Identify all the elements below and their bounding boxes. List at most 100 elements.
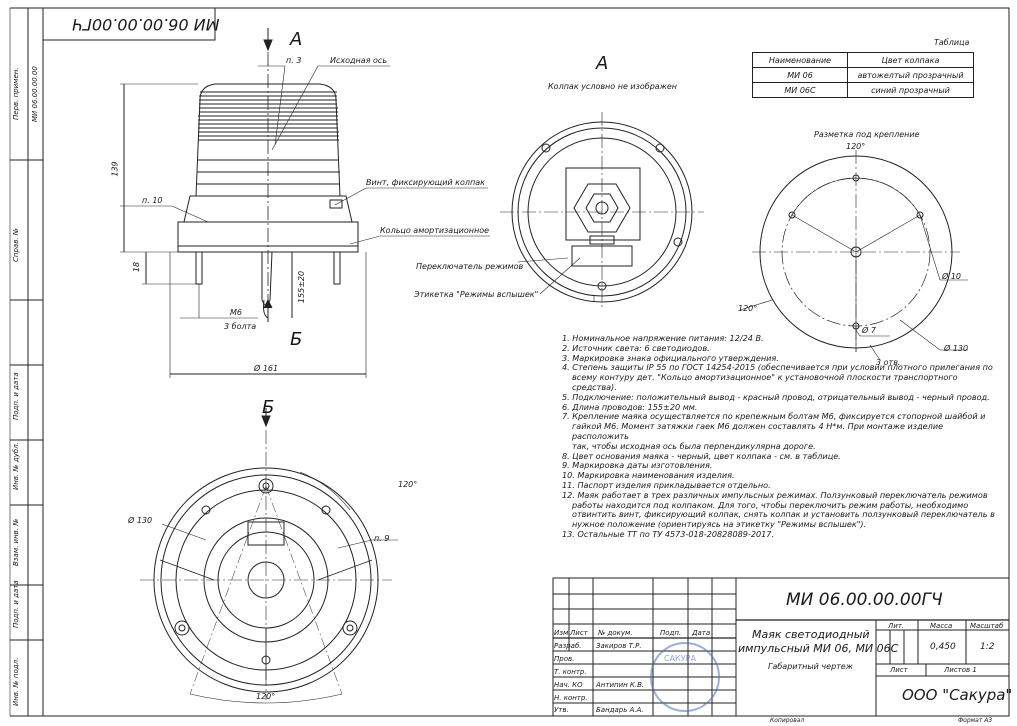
- table-row: МИ 06 автожелтый прозрачный: [752, 67, 974, 83]
- view-b-arrow-label: Б: [290, 329, 303, 350]
- mirrored-code-box: [42, 7, 216, 41]
- note-line: 5. Подключение: положительный вывод - кр…: [562, 391, 990, 402]
- dim-120-mark-top: 120°: [846, 142, 866, 151]
- dim-120-mark-left: 120°: [738, 304, 758, 313]
- color-table: Наименование Цвет колпака МИ 06 автожелт…: [752, 52, 974, 98]
- cap-not-shown-note: Колпак условно не изображен: [548, 82, 678, 91]
- tb-product-line2: импульсный МИ 06, МИ 06С: [738, 642, 899, 655]
- tb-header-data: Дата: [692, 629, 711, 637]
- note-line: 6. Длина проводов: 155±20 мм.: [562, 401, 698, 412]
- tb-sheets-label: Листов 1: [944, 666, 977, 674]
- podp-data-1: Подп. и дата: [12, 372, 20, 420]
- note-line: гайкой М6. Момент затяжки гаек М6 должен…: [572, 421, 944, 441]
- note-line: 1. Номинальное напряжение питания: 12/24…: [562, 333, 764, 343]
- podp-data-2: Подп. и дата: [12, 580, 20, 628]
- beacon-front-view: [120, 28, 490, 378]
- note-line: 12. Маяк работает в трех различных импул…: [562, 489, 988, 500]
- callout-p3: п. 3: [286, 56, 302, 65]
- note-line: 8. Цвет основания маяка - черный, цвет к…: [562, 450, 841, 461]
- stamp-text: САКУРА: [664, 654, 696, 663]
- dim-120-view-b-bottom: 120°: [256, 692, 276, 701]
- callout-mode-switch: Переключатель режимов: [416, 262, 524, 271]
- company-stamp: САКУРА: [650, 642, 720, 712]
- dim-d7: Ø 7: [862, 326, 876, 335]
- tb-role: Нач. КО: [554, 681, 583, 689]
- view-a-drawing: [500, 112, 704, 310]
- dim-d161: Ø 161: [254, 364, 279, 373]
- tb-role: Разраб.: [554, 642, 582, 650]
- tb-name: Закиров Т.Р.: [596, 642, 642, 650]
- callout-m6: М6: [230, 308, 242, 317]
- tb-lit-label: Лит.: [888, 622, 905, 630]
- note-line: средства).: [572, 381, 617, 392]
- tb-name: Бандарь А.А.: [596, 706, 644, 714]
- tb-mass-label: Масса: [930, 622, 953, 630]
- tb-header-doc: № докум.: [598, 629, 633, 637]
- inv-podl: Инв. № подл.: [12, 657, 20, 706]
- tb-scale-label: Масштаб: [970, 622, 1004, 630]
- title-block-designation: МИ 06.00.00.00ГЧ: [786, 590, 943, 610]
- tb-sheet-label: Лист: [890, 666, 908, 674]
- sprav-label: Справ. №: [12, 227, 20, 262]
- perv-primen-value: МИ 06.00.00.00: [31, 66, 39, 122]
- footer-copied: Копировал: [770, 717, 805, 724]
- callout-origin-axis: Исходная ось: [330, 56, 388, 65]
- table-header-color: Цвет колпака: [847, 52, 974, 68]
- callout-screw-cap: Винт, фиксирующий колпак: [366, 178, 485, 187]
- callout-3-bolts: 3 болта: [224, 322, 257, 331]
- table-row: МИ 06С синий прозрачный: [752, 82, 974, 98]
- tb-doc-type: Габаритный чертеж: [768, 662, 853, 671]
- callout-damping-ring: Кольцо амортизационное: [380, 226, 490, 235]
- mounting-marking-drawing: [739, 150, 968, 361]
- tb-role: Пров.: [554, 655, 575, 663]
- note-line: 3. Маркировка знака официального утвержд…: [562, 352, 779, 363]
- note-line: отвинтить винт, фиксирующий колпак, снят…: [572, 509, 995, 520]
- tb-header-podp: Подп.: [660, 629, 682, 637]
- tb-company: ООО "Сакура": [902, 686, 1013, 704]
- note-line: 13. Остальные ТТ по ТУ 4573-018-20828089…: [562, 528, 775, 539]
- note-line: работы находится под колпаком. Для того,…: [572, 499, 969, 510]
- note-line: 4. Степень защиты IP 55 по ГОСТ 14254-20…: [562, 362, 993, 373]
- view-b-drawing: [140, 408, 398, 704]
- table-cell: МИ 06: [752, 67, 848, 83]
- callout-flash-label: Этикетка "Режимы вспышек": [414, 290, 539, 299]
- dim-d130-mark: Ø 130: [944, 344, 969, 353]
- tb-mass-value: 0,450: [930, 642, 956, 652]
- footer-format: Формат А3: [958, 717, 993, 724]
- tb-role: Утв.: [554, 706, 569, 714]
- view-a-title: А: [596, 53, 609, 74]
- note-line: 7. Крепление маяка осуществляется по кре…: [562, 411, 986, 422]
- table-cell: МИ 06С: [752, 82, 848, 98]
- mirrored-code: MИ 06.00.00.00ГЧ: [72, 15, 220, 34]
- tb-name: Антипин К.В.: [596, 681, 645, 689]
- mounting-marking-title: Разметка под крепление: [814, 130, 920, 139]
- perv-primen-label: Перв. примен.: [12, 67, 20, 120]
- sheet-frame: [42, 7, 1010, 717]
- technical-notes: 1. Номинальное напряжение питания: 12/24…: [562, 333, 1002, 540]
- inv-dubl: Инв. № дубл.: [12, 442, 20, 490]
- tb-role: Т. контр.: [554, 668, 587, 676]
- note-line: так, чтобы исходная ось была перпендикул…: [572, 440, 816, 451]
- dim-wire-length: 155±20: [297, 270, 307, 304]
- tb-header-list: Лист: [570, 629, 588, 637]
- callout-p10: п. 10: [142, 196, 163, 205]
- tb-role: Н. контр.: [554, 694, 588, 702]
- vzam-inv: Взам. инв. №: [12, 518, 20, 566]
- table-header-name: Наименование: [752, 52, 848, 68]
- tb-product-line1: Маяк светодиодный: [752, 628, 870, 641]
- note-line: 11. Паспорт изделия прикладывается отдел…: [562, 479, 771, 490]
- dim-d130-view-b: Ø 130: [128, 516, 153, 525]
- callout-p9: п. 9: [374, 534, 390, 543]
- tb-scale-value: 1:2: [980, 642, 995, 652]
- callout-3-holes: 3 отв.: [876, 358, 901, 367]
- note-line: 10. Маркировка наименования изделия.: [562, 470, 735, 481]
- note-line: 9. Маркировка даты изготовления.: [562, 460, 713, 471]
- table-cell: синий прозрачный: [847, 82, 974, 98]
- note-line: нужное положение (ориентируясь на этикет…: [572, 519, 867, 530]
- note-line: всему контуру дет. "Кольцо амортизационн…: [572, 372, 958, 383]
- dim-18: 18: [132, 261, 142, 273]
- table-cell: автожелтый прозрачный: [847, 67, 974, 83]
- dim-120-view-b-top: 120°: [398, 480, 418, 489]
- view-b-title: Б: [262, 397, 275, 418]
- view-a-arrow-label: А: [290, 29, 303, 50]
